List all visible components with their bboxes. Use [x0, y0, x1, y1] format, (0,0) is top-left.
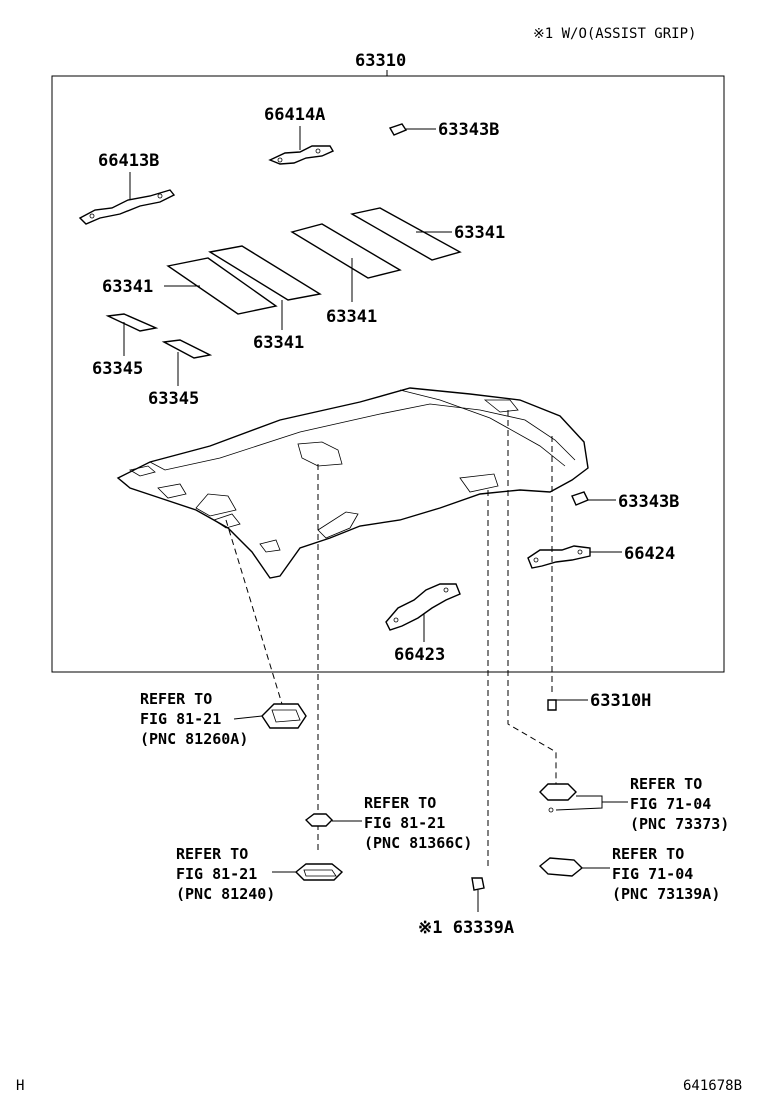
ref-block-1: REFER TO FIG 81-21 (PNC 81260A) — [140, 690, 248, 748]
label-66413B[interactable]: 66413B — [98, 151, 159, 171]
part-66423[interactable] — [385, 583, 461, 631]
label-63341-c[interactable]: 63341 — [326, 307, 377, 327]
ref-block-2: REFER TO FIG 81-21 (PNC 81366C) — [364, 794, 472, 852]
leader-ref1 — [233, 715, 263, 720]
part-63341-pad-3[interactable] — [290, 223, 402, 279]
label-63343B-right[interactable]: 63343B — [618, 492, 679, 512]
label-63341-b[interactable]: 63341 — [102, 277, 153, 297]
ref5-line1: REFER TO — [612, 845, 684, 863]
part-63345-pad-1[interactable] — [105, 313, 159, 332]
ref4-line1: REFER TO — [630, 775, 702, 793]
part-66414A[interactable] — [268, 145, 335, 165]
label-63341-a[interactable]: 63341 — [454, 223, 505, 243]
headliner-panel[interactable] — [116, 387, 589, 579]
label-63343B-top[interactable]: 63343B — [438, 120, 499, 140]
dash-line-4 — [507, 410, 557, 786]
part-66413B[interactable] — [78, 189, 176, 225]
part-lamp-81240[interactable] — [294, 863, 344, 881]
part-63345-pad-2[interactable] — [161, 339, 213, 359]
part-63341-pad-4[interactable] — [350, 207, 462, 261]
footer-right: 641678B — [683, 1078, 742, 1094]
label-63345-b[interactable]: 63345 — [148, 389, 199, 409]
part-81366C[interactable] — [304, 813, 333, 827]
ref-block-3: REFER TO FIG 81-21 (PNC 81240) — [176, 845, 275, 903]
label-66423[interactable]: 66423 — [394, 645, 445, 665]
ref2-line3: (PNC 81366C) — [364, 834, 472, 852]
ref5-line2: FIG 71-04 — [612, 865, 693, 883]
ref4-line3: (PNC 73373) — [630, 815, 729, 833]
ref1-line3: (PNC 81260A) — [140, 730, 248, 748]
ref1-line2: FIG 81-21 — [140, 710, 221, 728]
ref3-line1: REFER TO — [176, 845, 248, 863]
part-63341-pad-1[interactable] — [166, 257, 278, 315]
part-73373[interactable] — [539, 783, 577, 813]
part-lamp-81260A[interactable] — [261, 703, 307, 729]
ref5-line3: (PNC 73139A) — [612, 885, 720, 903]
label-66414A[interactable]: 66414A — [264, 105, 325, 125]
part-63310H[interactable] — [547, 699, 557, 711]
part-63339A[interactable] — [471, 877, 485, 891]
ref1-line1: REFER TO — [140, 690, 212, 708]
part-73139A[interactable] — [538, 857, 584, 877]
part-66424[interactable] — [527, 545, 591, 569]
part-63343B-right[interactable] — [571, 491, 589, 506]
dash-line-1 — [225, 519, 283, 705]
part-63341-pad-2[interactable] — [208, 245, 322, 301]
note-text: ※1 W/O(ASSIST GRIP) — [533, 26, 696, 42]
label-63310H[interactable]: 63310H — [590, 691, 651, 711]
ref2-line2: FIG 81-21 — [364, 814, 445, 832]
ref4-line2: FIG 71-04 — [630, 795, 711, 813]
ref-block-5: REFER TO FIG 71-04 (PNC 73139A) — [612, 845, 720, 903]
label-63310[interactable]: 63310 — [355, 51, 406, 71]
ref-block-4: REFER TO FIG 71-04 (PNC 73373) — [630, 775, 729, 833]
ref2-line1: REFER TO — [364, 794, 436, 812]
label-66424[interactable]: 66424 — [624, 544, 675, 564]
ref3-line2: FIG 81-21 — [176, 865, 257, 883]
label-63341-d[interactable]: 63341 — [253, 333, 304, 353]
label-63339A[interactable]: ※1 63339A — [418, 918, 514, 938]
assembly-frame — [51, 75, 725, 673]
ref3-line3: (PNC 81240) — [176, 885, 275, 903]
footer-left: H — [16, 1078, 24, 1094]
part-63343B-top[interactable] — [388, 123, 408, 136]
label-63345-a[interactable]: 63345 — [92, 359, 143, 379]
